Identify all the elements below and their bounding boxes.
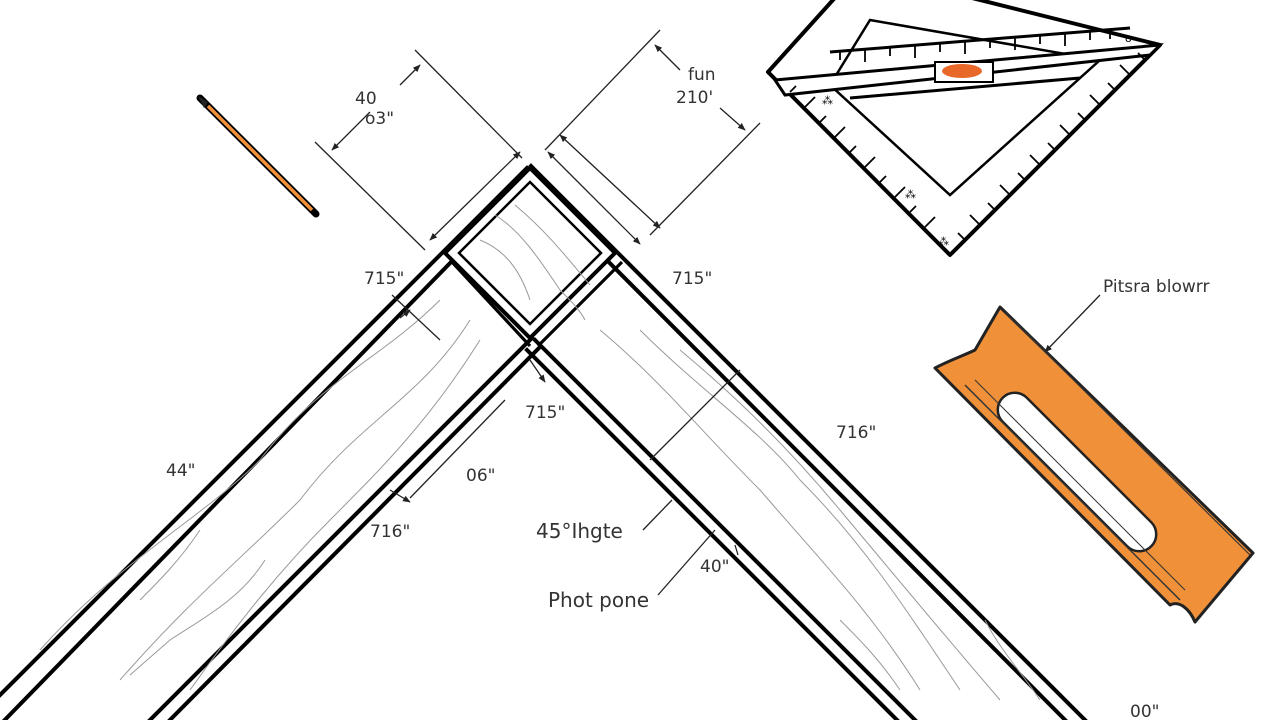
svg-text:⁂: ⁂: [822, 94, 833, 107]
dim-label-bottom-right: 00": [1130, 702, 1159, 720]
svg-text:⁂: ⁂: [905, 188, 916, 201]
pencil-icon: [196, 94, 320, 218]
dim-label-right-beam-lower: 40": [700, 557, 729, 577]
miter-joint: [442, 165, 624, 348]
right-beam: [524, 163, 1088, 720]
svg-text:o: o: [1125, 32, 1132, 45]
dim-label-top-left-b: o3": [365, 109, 394, 129]
callout-miter-angle: 45°Ihgte: [536, 519, 623, 543]
dim-label-top-left-a: 40: [355, 89, 377, 109]
dim-label-joint-right: 715": [672, 269, 712, 289]
dim-label-left-beam-outer: 44": [166, 461, 195, 481]
speed-square-icon: ⁂ ⁂ ⁂ o: [766, 0, 1164, 257]
svg-text:⁂: ⁂: [938, 235, 949, 248]
dim-label-left-beam-lower: 716": [370, 522, 410, 542]
callout-pivot-point: Phot pone: [548, 588, 649, 612]
dimension-labels: 40 o3" fun 210' 715" 715" 715" 716" 44" …: [166, 65, 1159, 720]
dimension-lines: [314, 29, 761, 596]
callout-labels: 45°Ihgte Phot pone Pitsra blowrr: [536, 277, 1209, 612]
slotted-guide-icon: [933, 305, 1255, 624]
dim-label-right-beam-mid: 716": [836, 423, 876, 443]
dim-label-top-right-a: fun: [688, 65, 716, 85]
callout-tool-label: Pitsra blowrr: [1103, 277, 1209, 297]
left-beam: [0, 165, 543, 720]
dim-label-top-right-b: 210': [676, 88, 713, 108]
dim-label-inner-corner: 715": [525, 403, 565, 423]
dim-label-left-beam-inner: 06": [466, 466, 495, 486]
dim-label-joint-left: 715": [364, 269, 404, 289]
